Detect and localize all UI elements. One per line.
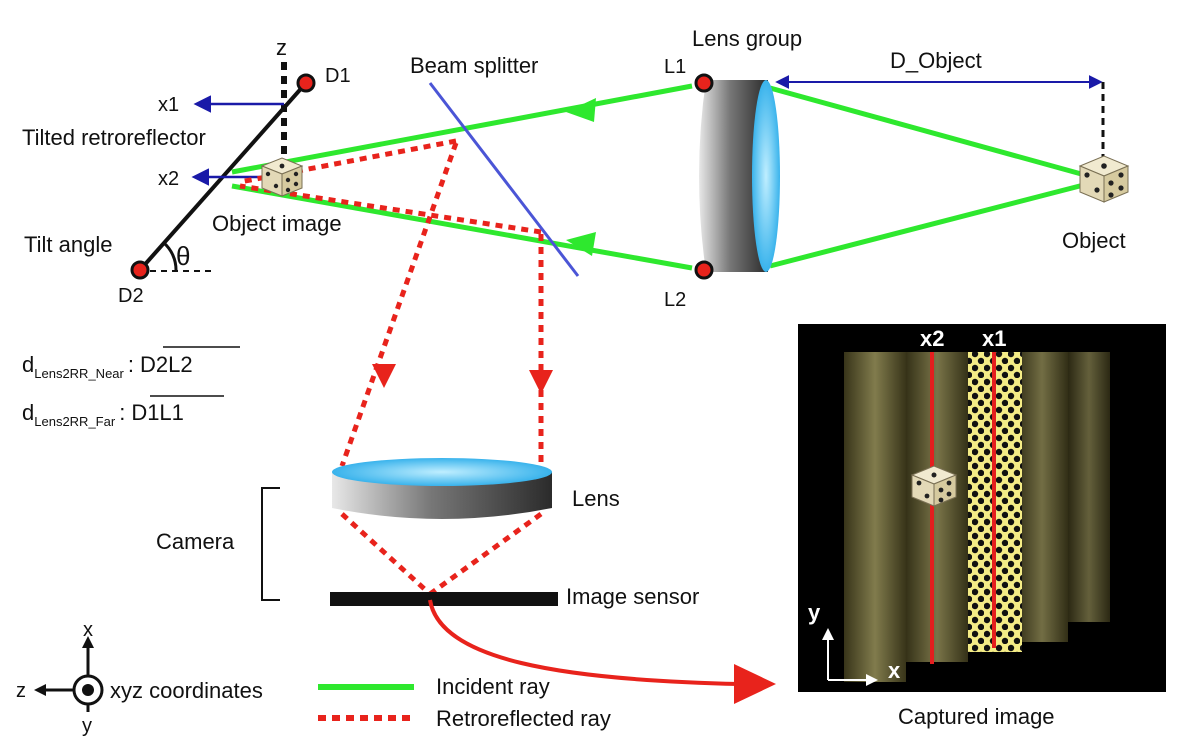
- captured-x2-label: x2: [920, 326, 944, 351]
- formula-near: dLens2RR_Near:D2L2: [22, 346, 240, 381]
- captured-image-panel: x2 x1 y x: [798, 324, 1166, 692]
- captured-y-axis-label: y: [808, 600, 821, 625]
- l2-label: L2: [664, 289, 686, 311]
- lens-label: Lens: [572, 486, 620, 511]
- captured-dice: [910, 465, 958, 507]
- lens-group: [699, 80, 780, 272]
- lens-group-label: Lens group: [692, 26, 802, 51]
- captured-x1-label: x1: [982, 326, 1006, 351]
- l1-label: L1: [664, 56, 686, 78]
- beam-splitter-label: Beam splitter: [410, 53, 538, 78]
- formula-far-sep: :: [119, 400, 125, 425]
- x1-label: x1: [158, 94, 179, 116]
- captured-x-axis-label: x: [888, 658, 901, 683]
- point-l2: [694, 260, 714, 280]
- formula-far-value: D1L1: [131, 400, 184, 425]
- x2-label: x2: [158, 168, 179, 190]
- retroreflected-rays: [239, 138, 553, 597]
- z-axis-label: z: [276, 35, 287, 60]
- incident-arrowhead-lower: [566, 232, 596, 256]
- point-l1: [694, 73, 714, 93]
- formula-near-value: D2L2: [140, 352, 193, 377]
- tilt-angle-arc: [162, 241, 178, 271]
- sensor-to-image-arrow: [428, 599, 741, 686]
- formula-near-sub: Lens2RR_Near: [34, 366, 124, 381]
- object-image-dice: [260, 157, 304, 197]
- beam-splitter: [428, 82, 580, 277]
- object-image-label: Object image: [212, 211, 342, 236]
- retro-arrowhead-right: [529, 370, 553, 394]
- object-dice: [1078, 155, 1130, 203]
- coord-z-label: z: [16, 680, 26, 702]
- formula-far: dLens2RR_Far:D1L1: [22, 395, 224, 429]
- xyz-coordinates-label: xyz coordinates: [110, 678, 263, 703]
- camera-bracket: [261, 487, 280, 601]
- coord-y-label: y: [82, 715, 92, 737]
- svg-text:dLens2RR_Far:D1L1: dLens2RR_Far:D1L1: [22, 400, 184, 429]
- captured-image-label: Captured image: [898, 704, 1055, 729]
- tilted-retroreflector-label: Tilted retroreflector: [22, 125, 206, 150]
- sensor-arrowhead: [734, 664, 776, 704]
- coord-x-label: x: [83, 619, 93, 641]
- svg-text:dLens2RR_Near:D2L2: dLens2RR_Near:D2L2: [22, 352, 193, 381]
- point-d1: [296, 73, 316, 93]
- incident-rays: [231, 83, 1104, 271]
- d-object-label: D_Object: [890, 48, 982, 73]
- legend: [318, 684, 414, 721]
- formula-near-sep: :: [128, 352, 134, 377]
- formula-near-main: d: [22, 352, 34, 377]
- incident-arrowhead-upper: [566, 98, 596, 122]
- image-sensor: [330, 592, 558, 606]
- camera-label: Camera: [156, 529, 235, 554]
- camera-lens: [332, 458, 552, 519]
- formula-far-main: d: [22, 400, 34, 425]
- theta-symbol: θ: [176, 241, 190, 271]
- legend-incident-label: Incident ray: [436, 674, 550, 699]
- image-sensor-label: Image sensor: [566, 584, 699, 609]
- retro-arrowhead-left: [372, 364, 396, 388]
- object-label: Object: [1062, 228, 1126, 253]
- formula-far-sub: Lens2RR_Far: [34, 414, 116, 429]
- tilt-angle-label: Tilt angle: [24, 232, 112, 257]
- d2-label: D2: [118, 285, 144, 307]
- d1-label: D1: [325, 65, 351, 87]
- coordinate-system: [34, 636, 104, 712]
- legend-retro-label: Retroreflected ray: [436, 706, 611, 731]
- point-d2: [130, 260, 150, 280]
